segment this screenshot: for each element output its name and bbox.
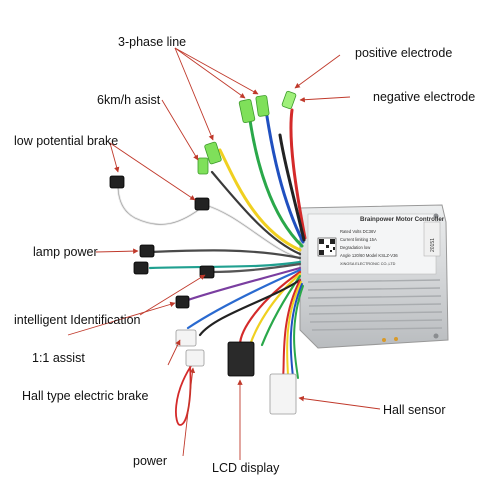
- positive-connector: [281, 90, 297, 110]
- wire-harness: [116, 108, 307, 426]
- label-negative-electrode: negative electrode: [373, 90, 476, 104]
- sixkmh-connector: [197, 157, 209, 175]
- controller-spec-4: Angle 120/60 Model KSLZ-V36: [340, 253, 398, 258]
- teal-connector: [199, 265, 215, 279]
- label-three-phase-line: 3-phase line: [118, 35, 187, 49]
- label-hall-sensor: Hall sensor: [383, 403, 446, 417]
- sixkmh-wire: [210, 170, 302, 256]
- brake-plug-white: [175, 329, 197, 347]
- intelligent-id-connector: [133, 261, 149, 275]
- qr-code-pattern: [319, 239, 335, 255]
- motor-controller-box: [299, 204, 449, 349]
- brake-connector-2: [194, 197, 210, 211]
- controller-spec-3: Degradation low: [340, 245, 371, 250]
- controller-spec-5: XINGSA ELECTRONIC CO.,LTD: [340, 262, 396, 266]
- power-loop-red: [175, 359, 196, 426]
- label-hall-type-electric-brake: Hall type electric brake: [22, 389, 149, 403]
- label-one-to-one-assist: 1:1 assist: [32, 351, 85, 365]
- label-intelligent-identification: intelligent Identification: [14, 313, 141, 327]
- controller-spec-2: Current limiting 15A: [340, 237, 377, 242]
- label-positive-electrode: positive electrode: [355, 46, 453, 60]
- lamp-wire: [148, 249, 302, 260]
- label-lamp-power: lamp power: [33, 245, 98, 259]
- phase-connector-1: [204, 141, 222, 165]
- label-lcd-display: LCD display: [212, 461, 280, 475]
- lcd-connector: [227, 341, 255, 377]
- phase-connector-3: [255, 95, 270, 117]
- label-six-kmh-asist: 6km/h asist: [97, 93, 161, 107]
- controller-side-code: 20151: [430, 238, 436, 252]
- negative-wire-black: [278, 133, 306, 242]
- phase-wire-yellow: [218, 148, 302, 252]
- controller-spec-1: Rated Volts DC36V: [340, 229, 376, 234]
- teal-wire: [148, 260, 302, 270]
- label-low-potential-brake: low potential brake: [14, 134, 119, 148]
- phase-wire-green: [248, 118, 304, 248]
- brake-connector-1: [109, 175, 125, 189]
- connectors: [109, 90, 297, 415]
- assist-connector: [175, 295, 190, 309]
- positive-wire-red: [289, 108, 307, 240]
- label-power: power: [133, 454, 168, 468]
- hall-sensor-connector: [269, 373, 297, 415]
- purple-wire: [180, 266, 302, 304]
- lamp-connector: [139, 244, 155, 258]
- phase-connector-2: [238, 98, 256, 124]
- controller-title: Brainpower Motor Controller: [360, 216, 445, 223]
- phase-wire-blue: [264, 108, 305, 244]
- callout-arrows: [67, 47, 381, 460]
- power-plug-white: [185, 349, 205, 367]
